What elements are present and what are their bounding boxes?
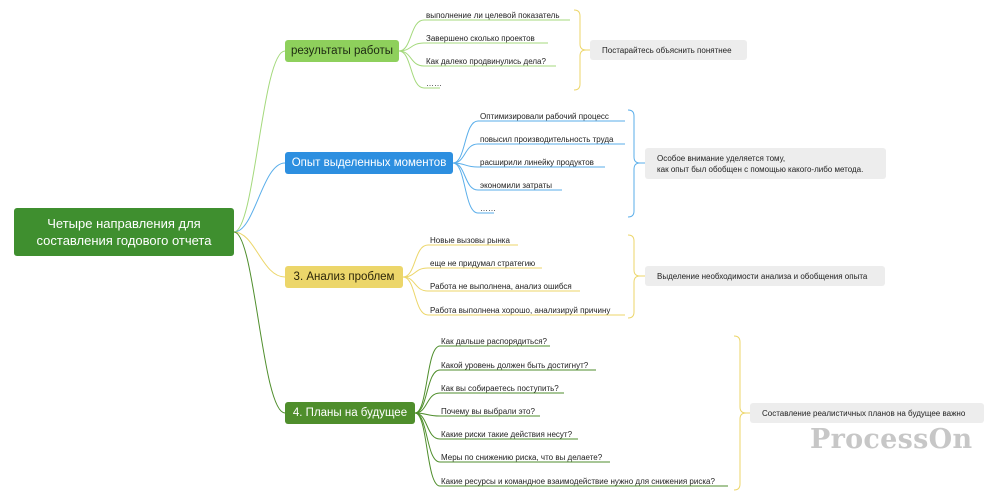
- branch-future-plans[interactable]: 4. Планы на будущее: [285, 402, 415, 424]
- leaf-item[interactable]: расширили линейку продуктов: [480, 158, 594, 167]
- leaf-item[interactable]: Какой уровень должен быть достигнут?: [441, 361, 589, 370]
- leaf-item[interactable]: повысил производительность труда: [480, 135, 614, 144]
- leaf-item[interactable]: еще не придумал стратегию: [430, 259, 536, 268]
- leaf-item[interactable]: выполнение ли целевой показатель: [426, 11, 560, 20]
- summary-note-1[interactable]: Постарайтесь объяснить понятнее: [590, 40, 747, 60]
- summary-note-3[interactable]: Выделение необходимости анализа и обобще…: [645, 266, 885, 286]
- leaf-item[interactable]: экономили затраты: [480, 181, 553, 190]
- branch-work-results[interactable]: результаты работы: [285, 40, 399, 62]
- branch-highlight-experience[interactable]: Опыт выделенных моментов: [285, 152, 453, 174]
- leaf-item[interactable]: Работа не выполнена, анализ ошибся: [430, 282, 572, 291]
- summary-note-2[interactable]: Особое внимание уделяется тому, как опыт…: [645, 148, 886, 179]
- root-connector-1: [233, 50, 286, 233]
- summary-brace-1: [573, 9, 587, 91]
- leaf-item[interactable]: Меры по снижению риска, что вы делаете?: [441, 453, 603, 462]
- summary-brace-4: [733, 335, 747, 491]
- leaf-item[interactable]: Как далеко продвинулись дела?: [426, 57, 546, 66]
- leaf-item[interactable]: Какие ресурсы и командное взаимодействие…: [441, 477, 715, 486]
- branch-problem-analysis[interactable]: 3. Анализ проблем: [285, 266, 403, 288]
- processon-watermark-logo: ProcessOn: [810, 424, 973, 455]
- summary-brace-2: [627, 109, 641, 218]
- summary-brace-3: [627, 234, 641, 319]
- leaf-item[interactable]: Новые вызовы рынка: [430, 236, 510, 245]
- leaf-item[interactable]: ……: [480, 204, 496, 213]
- leaf-item[interactable]: Почему вы выбрали это?: [441, 407, 535, 416]
- leaf-item[interactable]: ……: [426, 79, 442, 88]
- root-connector-4: [233, 231, 286, 414]
- root-connector-3: [233, 231, 286, 278]
- leaf-item[interactable]: Какие риски такие действия несут?: [441, 430, 573, 439]
- leaf-item[interactable]: Работа выполнена хорошо, анализируй прич…: [430, 306, 611, 315]
- summary-note-4[interactable]: Составление реалистичных планов на будущ…: [750, 403, 984, 423]
- leaf-item[interactable]: Как вы собираетесь поступить?: [441, 384, 559, 393]
- leaf-item[interactable]: Оптимизировали рабочий процесс: [480, 112, 609, 121]
- root-topic[interactable]: Четыре направления для составления годов…: [14, 208, 234, 256]
- leaf-item[interactable]: Завершено сколько проектов: [426, 34, 535, 43]
- root-connector-2: [233, 162, 286, 233]
- leaf-item[interactable]: Как дальше распорядиться?: [441, 337, 547, 346]
